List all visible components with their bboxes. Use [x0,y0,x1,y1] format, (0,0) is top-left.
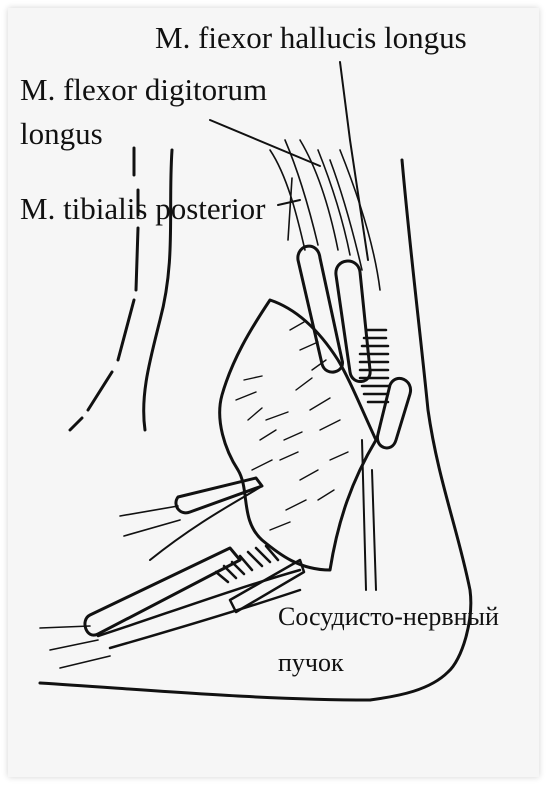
leader-nv [372,470,376,590]
label-flexor-digitorum-longus: M. flexor digitorum longus [20,68,320,156]
toe-fibers [40,506,180,668]
label-flexor-hallucis-longus: M. fiexor hallucis longus [155,22,467,53]
tendon-fibers [270,140,380,290]
tendon-toes-middle [85,548,240,635]
label-tibialis-posterior: M. tibialis posterior [20,193,265,224]
tendon-flexor-hallucis [377,378,410,448]
tendon-toes-upper [176,478,262,513]
retinaculum-fibers [236,322,348,530]
flexor-retinaculum [220,300,376,570]
label-neurovascular-bundle: Сосудисто-нервный пучок [278,594,547,686]
leader-tp [278,200,300,205]
tendon-tibialis-posterior [298,246,343,372]
